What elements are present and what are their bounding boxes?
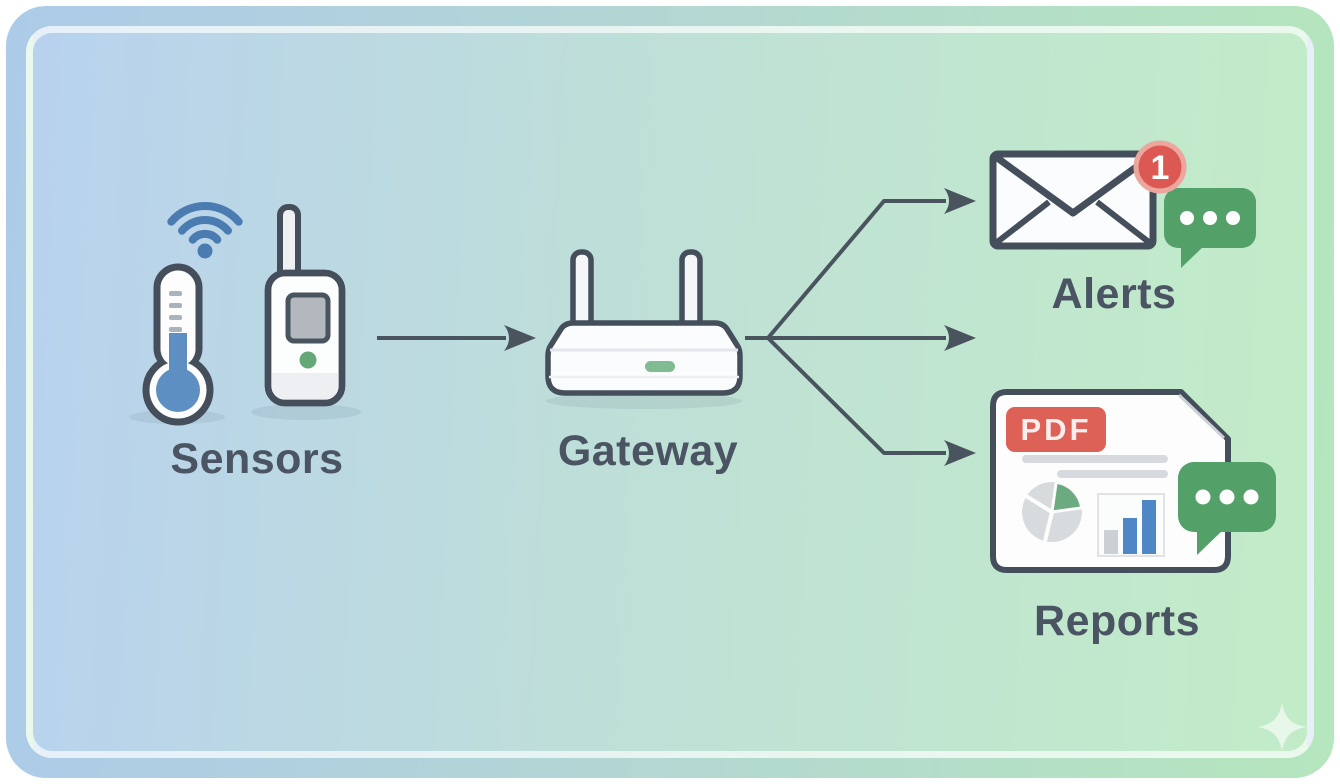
alerts-icon-group: 1: [989, 140, 1256, 268]
reports-label: Reports: [1034, 597, 1200, 645]
gateway-label: Gateway: [557, 427, 739, 475]
envelope-icon: [989, 150, 1157, 250]
notification-badge: 1: [1133, 140, 1187, 194]
bar-chart-icon: [1097, 493, 1165, 557]
pdf-badge-label: PDF: [1021, 412, 1092, 447]
status-led: [299, 351, 317, 369]
badge-count: 1: [1151, 149, 1170, 187]
pie-chart-icon: [1022, 480, 1084, 542]
sensor-device-icon: [264, 204, 346, 407]
thermometer-icon: [142, 263, 214, 426]
chat-bubble-icon: [1164, 188, 1256, 268]
reports-icon-group: PDF: [990, 389, 1276, 573]
alerts-label: Alerts: [1051, 270, 1177, 318]
wifi-signal-icon: [167, 201, 243, 259]
chat-bubble-icon: [1178, 462, 1276, 555]
sparkle-icon: [1258, 703, 1306, 751]
gateway-router-icon: [545, 249, 743, 396]
router-led: [645, 361, 675, 372]
sensors-label: Sensors: [170, 435, 344, 483]
